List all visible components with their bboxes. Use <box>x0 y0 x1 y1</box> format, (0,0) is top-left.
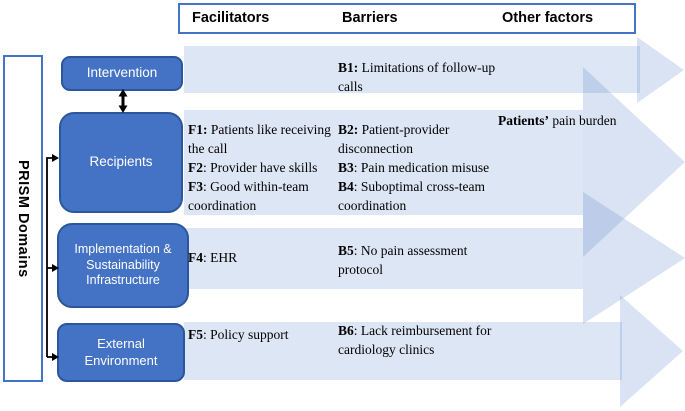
item-text: pain burden <box>549 113 617 128</box>
item-id: B6 <box>338 323 354 338</box>
domain-box-external: External Environment <box>57 323 185 382</box>
prism-bracket-arrowheads <box>52 154 59 361</box>
item-text: : Provider have skills <box>203 160 318 175</box>
other-factors-list-recipients: Patients’ pain burden <box>498 111 676 130</box>
facilitator-item: F4: EHR <box>188 248 340 267</box>
item-text: : Suboptimal cross-team coordination <box>338 179 485 213</box>
facilitators-list-external: F5: Policy support <box>188 325 340 344</box>
barrier-item: B6: Lack reimbursement for cardiology cl… <box>338 321 518 359</box>
double-arrow-icon <box>118 89 128 113</box>
barrier-item: B5: No pain assessment protocol <box>338 241 513 279</box>
barriers-list-recipients: B2: Patient-provider disconnection B3: P… <box>338 120 513 215</box>
item-id: B5 <box>338 243 354 258</box>
arrow-band-implementation <box>184 228 583 289</box>
arrow-band-recipients <box>184 110 583 215</box>
domain-label-intervention: Intervention <box>86 65 158 81</box>
arrow-head-external-icon <box>620 295 683 407</box>
barriers-list-intervention: B1: Limitations of follow-up calls <box>338 58 500 96</box>
column-header-facilitators: Facilitators <box>192 10 270 26</box>
item-id: F5 <box>188 327 203 342</box>
domain-box-intervention: Intervention <box>61 56 183 91</box>
item-text: : Pain medication misuse <box>353 160 490 175</box>
barrier-item: B4: Suboptimal cross-team coordination <box>338 177 513 215</box>
item-text: : EHR <box>203 250 238 265</box>
column-header-barriers: Barriers <box>342 10 398 26</box>
arrow-band-intervention <box>184 46 640 93</box>
prism-bracket-arrows <box>46 157 54 358</box>
prism-domains-label: PRISM Domains <box>15 159 31 278</box>
facilitator-item: F3: Good within-team coordination <box>188 177 340 215</box>
item-id: Patients’ <box>498 113 549 128</box>
column-header-box: Facilitators Barriers Other factors <box>178 3 636 34</box>
item-text: : Lack reimbursement for cardiology clin… <box>338 323 492 357</box>
item-id: F1: <box>188 122 208 137</box>
item-text: : Policy support <box>203 327 289 342</box>
arrow-head-recipients-icon <box>583 67 685 257</box>
facilitator-item: F2: Provider have skills <box>188 158 340 177</box>
domain-label-implementation: Implementation & Sustainability Infrastr… <box>74 242 172 288</box>
column-header-other-factors: Other factors <box>502 10 594 26</box>
item-id: F3 <box>188 179 203 194</box>
item-id: B1: <box>338 60 359 75</box>
domain-box-recipients: Recipients <box>59 112 183 213</box>
domain-box-implementation: Implementation & Sustainability Infrastr… <box>57 223 189 308</box>
barriers-list-implementation: B5: No pain assessment protocol <box>338 241 513 279</box>
item-id: F2 <box>188 160 203 175</box>
arrow-band-external <box>184 322 622 380</box>
item-text: : Good within-team coordination <box>188 179 309 213</box>
item-text: Patients like receiving the call <box>188 122 331 156</box>
prism-domains-box: PRISM Domains <box>3 55 43 382</box>
facilitator-item: F5: Policy support <box>188 325 340 344</box>
domain-label-external: External Environment <box>84 336 158 368</box>
barrier-item: B3: Pain medication misuse <box>338 158 513 177</box>
item-id: B2: <box>338 122 359 137</box>
other-factor-item: Patients’ pain burden <box>498 111 676 130</box>
barrier-item: B2: Patient-provider disconnection <box>338 120 513 158</box>
item-text: Limitations of follow-up calls <box>338 60 496 94</box>
facilitators-list-implementation: F4: EHR <box>188 248 340 267</box>
item-id: B4 <box>338 179 354 194</box>
facilitator-item: F1: Patients like receiving the call <box>188 120 340 158</box>
arrow-head-implementation-icon <box>583 192 685 324</box>
barrier-item: B1: Limitations of follow-up calls <box>338 58 500 96</box>
barriers-list-external: B6: Lack reimbursement for cardiology cl… <box>338 321 518 359</box>
item-text: : No pain assessment protocol <box>338 243 468 277</box>
arrow-head-intervention-icon <box>637 37 684 103</box>
domain-label-recipients: Recipients <box>89 154 153 170</box>
item-text: Patient-provider disconnection <box>338 122 450 156</box>
item-id: F4 <box>188 250 203 265</box>
item-id: B3 <box>338 160 354 175</box>
facilitators-list-recipients: F1: Patients like receiving the call F2:… <box>188 120 340 215</box>
